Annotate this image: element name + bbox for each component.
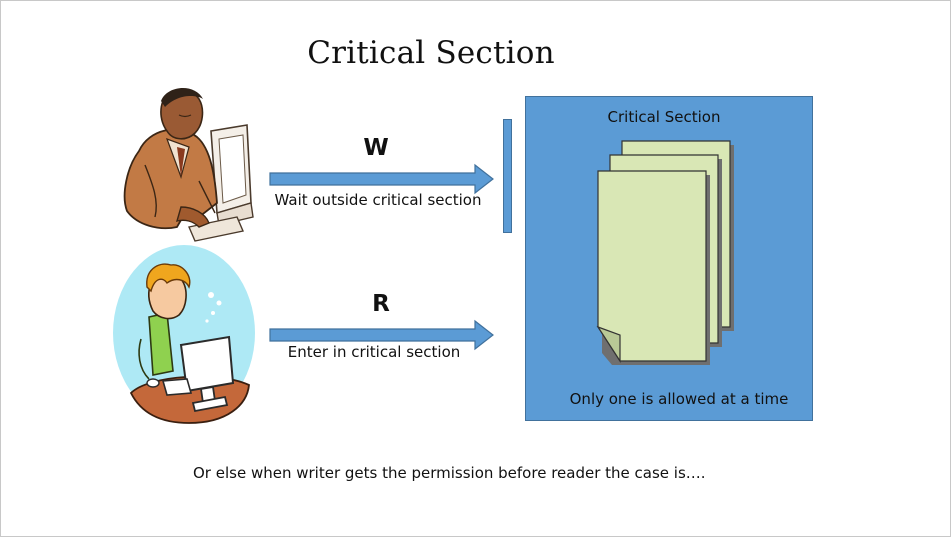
documents-icon [596,140,734,365]
critical-section-label: Critical Section [607,108,721,126]
reader-letter: R [372,291,390,317]
barrier-bar [503,119,512,233]
writer-clipart-icon [123,87,254,242]
critical-section-note: Only one is allowed at a time [569,390,789,408]
arrow-right-icon [269,163,494,195]
reader-clipart-icon [113,245,255,424]
reader-caption: Enter in critical section [287,343,461,361]
writer-caption: Wait outside critical section [274,191,482,209]
arrow-right-icon [269,319,494,351]
footer-text: Or else when writer gets the permission … [193,464,706,482]
writer-letter: W [363,135,389,161]
critical-section-box: Critical Section Only one is allowed at … [525,96,813,421]
slide-title: Critical Section [307,35,555,71]
